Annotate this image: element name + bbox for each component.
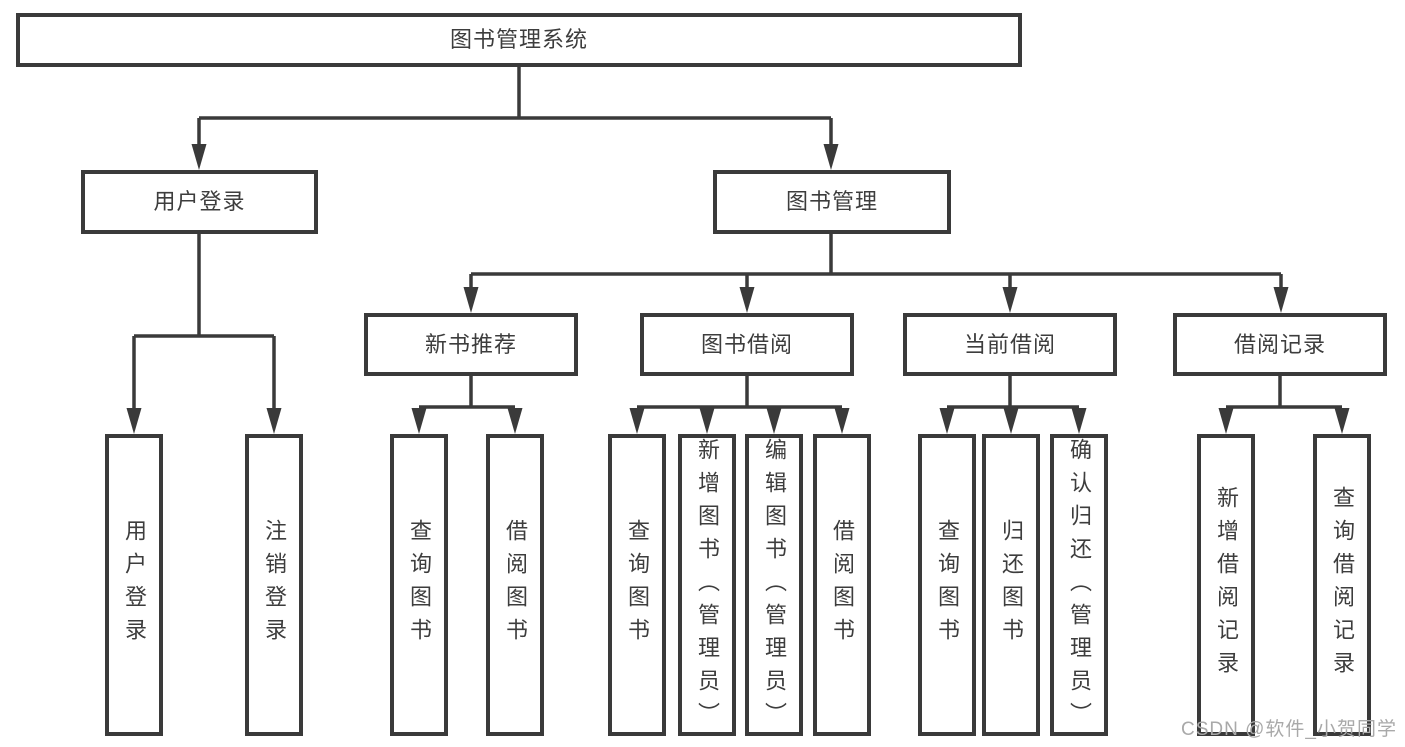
node-root: 图书管理系统 bbox=[16, 13, 1022, 67]
leaf-current-return-books: 归还图书 bbox=[982, 434, 1040, 736]
leaf-current-query-books: 查询图书 bbox=[918, 434, 976, 736]
node-book-borrow: 图书借阅 bbox=[640, 313, 854, 376]
leaf-record-add-label: 新增借阅记录 bbox=[1214, 486, 1239, 684]
leaf-user-login-label: 用户登录 bbox=[122, 519, 147, 651]
leaf-record-query-label: 查询借阅记录 bbox=[1330, 486, 1355, 684]
leaf-current-return-books-label: 归还图书 bbox=[999, 519, 1024, 651]
leaf-borrow-add-books-admin: 新增图书（管理员） bbox=[678, 434, 736, 736]
leaf-newbook-query-books: 查询图书 bbox=[390, 434, 448, 736]
node-book-management-label: 图书管理 bbox=[785, 189, 878, 214]
node-book-management: 图书管理 bbox=[713, 170, 951, 234]
node-user-login: 用户登录 bbox=[81, 170, 318, 234]
leaf-logout-login: 注销登录 bbox=[245, 434, 303, 736]
leaf-borrow-edit-books-admin-label: 编辑图书（管理员） bbox=[762, 438, 787, 735]
leaf-newbook-query-books-label: 查询图书 bbox=[407, 519, 432, 651]
node-borrow-records-label: 借阅记录 bbox=[1233, 331, 1326, 357]
leaf-borrow-edit-books-admin: 编辑图书（管理员） bbox=[745, 434, 803, 736]
leaf-logout-login-label: 注销登录 bbox=[262, 519, 287, 651]
leaf-record-add: 新增借阅记录 bbox=[1197, 434, 1255, 736]
node-borrow-records: 借阅记录 bbox=[1173, 313, 1387, 376]
leaf-current-confirm-return-admin-label: 确认归还（管理员） bbox=[1067, 438, 1092, 735]
leaf-borrow-borrow-books-label: 借阅图书 bbox=[830, 519, 855, 651]
node-new-book-recommend-label: 新书推荐 bbox=[424, 331, 517, 357]
node-user-login-label: 用户登录 bbox=[153, 189, 246, 214]
leaf-current-confirm-return-admin: 确认归还（管理员） bbox=[1050, 434, 1108, 736]
leaf-borrow-query-books-label: 查询图书 bbox=[625, 519, 650, 651]
leaf-record-query: 查询借阅记录 bbox=[1313, 434, 1371, 736]
node-new-book-recommend: 新书推荐 bbox=[364, 313, 578, 376]
leaf-user-login: 用户登录 bbox=[105, 434, 163, 736]
leaf-borrow-query-books: 查询图书 bbox=[608, 434, 666, 736]
leaf-newbook-borrow-books: 借阅图书 bbox=[486, 434, 544, 736]
node-book-borrow-label: 图书借阅 bbox=[700, 331, 793, 357]
node-root-label: 图书管理系统 bbox=[449, 27, 588, 52]
leaf-newbook-borrow-books-label: 借阅图书 bbox=[503, 519, 528, 651]
leaf-borrow-borrow-books: 借阅图书 bbox=[813, 434, 871, 736]
leaf-current-query-books-label: 查询图书 bbox=[935, 519, 960, 651]
leaf-borrow-add-books-admin-label: 新增图书（管理员） bbox=[695, 438, 720, 735]
node-current-borrow: 当前借阅 bbox=[903, 313, 1117, 376]
node-current-borrow-label: 当前借阅 bbox=[963, 331, 1056, 357]
csdn-watermark: CSDN @软件_小贺同学 bbox=[1181, 719, 1397, 740]
